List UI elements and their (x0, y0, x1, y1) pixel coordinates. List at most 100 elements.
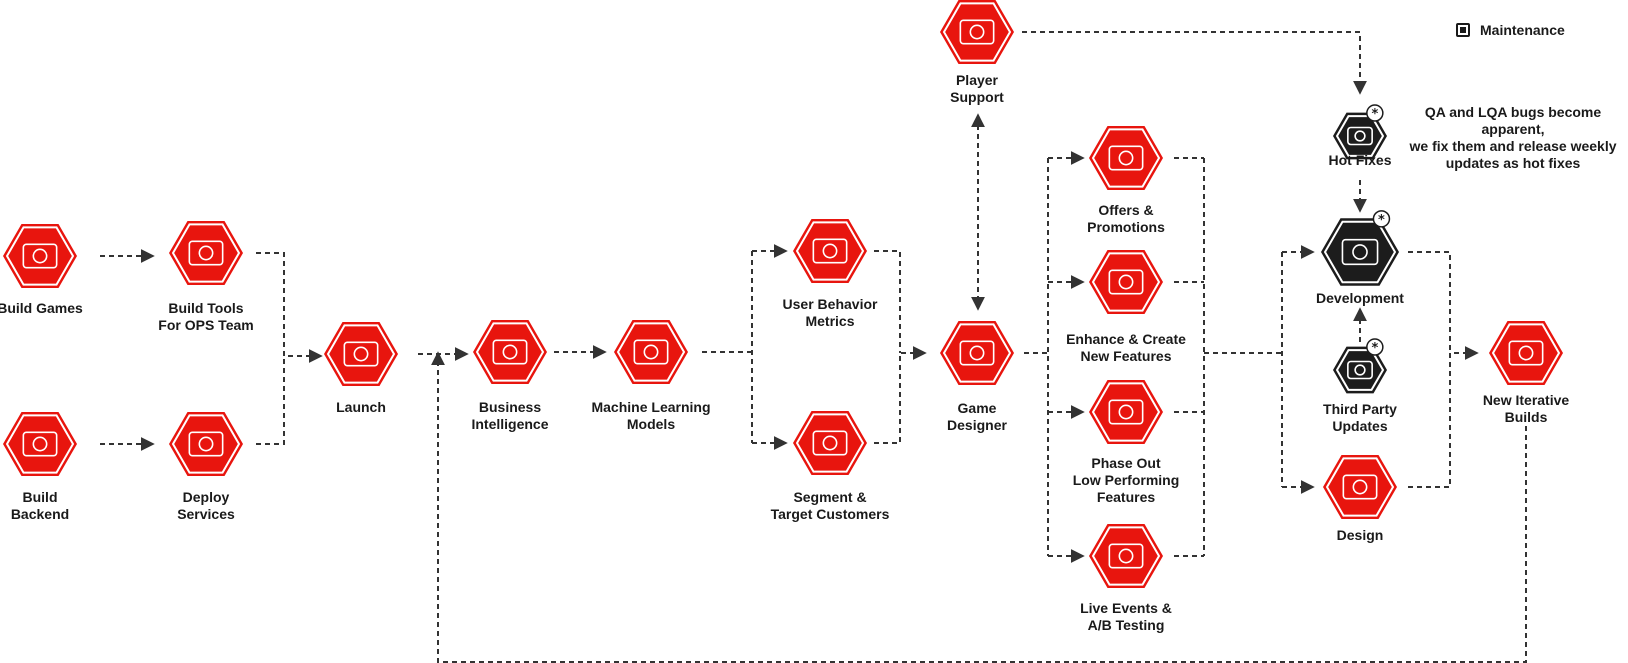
label-line: New Iterative (1482, 392, 1570, 408)
label-line: Hot Fixes (1328, 152, 1392, 168)
hexagon-outer (1333, 112, 1387, 160)
code-window-icon (1341, 238, 1379, 266)
hexagon-ring (795, 221, 865, 281)
hexagon-ring (942, 323, 1012, 383)
connector-segment-out (874, 346, 927, 444)
node-new-builds (1489, 321, 1563, 385)
node-hot-fixes: * (1333, 104, 1387, 160)
target-users-icon (812, 430, 848, 456)
node-build-backend (3, 412, 77, 476)
label-line: Features (1096, 489, 1156, 505)
node-player-support (940, 0, 1014, 64)
label-line: Machine Learning (591, 399, 711, 415)
headset-icon (959, 19, 995, 45)
building-blocks-icon (1508, 340, 1544, 366)
segment-label: Segment &Target Customers (730, 489, 930, 523)
legend-label: Maintenance (1480, 22, 1565, 38)
live-events-label: Live Events &A/B Testing (1026, 600, 1226, 634)
node-third-party: * (1333, 338, 1387, 394)
hexagon-outer (1089, 126, 1163, 190)
hexagon-outer (473, 320, 547, 384)
hexagon-outer (3, 412, 77, 476)
bug-icon (1347, 126, 1373, 146)
asterisk-icon: * (1371, 107, 1378, 122)
hexagon-outer (1089, 250, 1163, 314)
node-build-tools (169, 221, 243, 285)
label-line: Build Tools (168, 300, 244, 316)
hexagon-outer (940, 0, 1014, 64)
development-label: Development (1260, 290, 1460, 307)
node-enhance (1089, 250, 1163, 314)
label-line: Support (950, 89, 1004, 105)
faces-icon (1108, 543, 1144, 569)
hexagon-outer (793, 219, 867, 283)
hexagon-ring (942, 2, 1012, 62)
label-line: QA and LQA bugs become apparent, (1424, 104, 1602, 137)
user-metrics-icon (812, 238, 848, 264)
brain-gear-icon (492, 339, 528, 365)
hexagon-ring (616, 322, 686, 382)
node-game-designer (940, 321, 1014, 385)
label-line: Metrics (805, 313, 855, 329)
hexagon-ring (1325, 457, 1395, 517)
hexagon-ring (1091, 128, 1161, 188)
label-line: Build (22, 489, 58, 505)
node-development: * (1321, 210, 1399, 286)
asterisk-icon: * (1378, 213, 1385, 228)
node-launch (324, 322, 398, 386)
node-design (1323, 455, 1397, 519)
maintenance-badge-icon (1366, 104, 1384, 122)
label-line: Launch (336, 399, 386, 415)
label-line: Enhance & Create (1066, 331, 1186, 347)
label-line: Services (177, 506, 235, 522)
label-line: Business (478, 399, 542, 415)
hot-fixes-note: QA and LQA bugs become apparent,we fix t… (1400, 104, 1626, 172)
connector-dev-out (1408, 251, 1451, 353)
label-line: Live Events & (1080, 600, 1172, 616)
node-phase-out (1089, 380, 1163, 444)
game-console-icon (22, 243, 58, 269)
label-line: Design (1336, 527, 1384, 543)
label-line: Backend (10, 506, 70, 522)
label-line: Target Customers (770, 506, 890, 522)
hexagon-outer (1321, 218, 1399, 286)
hexagon-ring (1491, 323, 1561, 383)
trophy-icon (1108, 145, 1144, 171)
hexagon-outer (169, 221, 243, 285)
label-line: Phase Out (1091, 455, 1161, 471)
hexagon-outer (1323, 455, 1397, 519)
label-line: Designer (947, 417, 1007, 433)
hot-fixes-label: Hot Fixes (1260, 152, 1460, 169)
designer-monitor-icon (959, 340, 995, 366)
hexagon-ring (171, 414, 241, 474)
build-games-label: Build Games (0, 300, 140, 317)
network-hub-icon (188, 431, 224, 457)
launch-label: Launch (261, 399, 461, 416)
node-ubm (793, 219, 867, 283)
legend: Maintenance (1456, 22, 1565, 38)
hexagon-outer (940, 321, 1014, 385)
hexagon-ring (326, 324, 396, 384)
connector-design-out (1408, 346, 1479, 488)
label-line: Player (955, 72, 999, 88)
maintenance-badge-icon (1366, 338, 1384, 356)
label-line: updates as hot fixes (1445, 155, 1581, 171)
rocket-icon (343, 341, 379, 367)
hexagon-outer (614, 320, 688, 384)
node-deploy (169, 412, 243, 476)
design-label: Design (1260, 527, 1460, 544)
maintenance-legend-icon (1456, 23, 1470, 37)
team-gears-icon (188, 240, 224, 266)
connector-feedback-loop (431, 351, 1527, 663)
label-line: Low Performing (1072, 472, 1180, 488)
